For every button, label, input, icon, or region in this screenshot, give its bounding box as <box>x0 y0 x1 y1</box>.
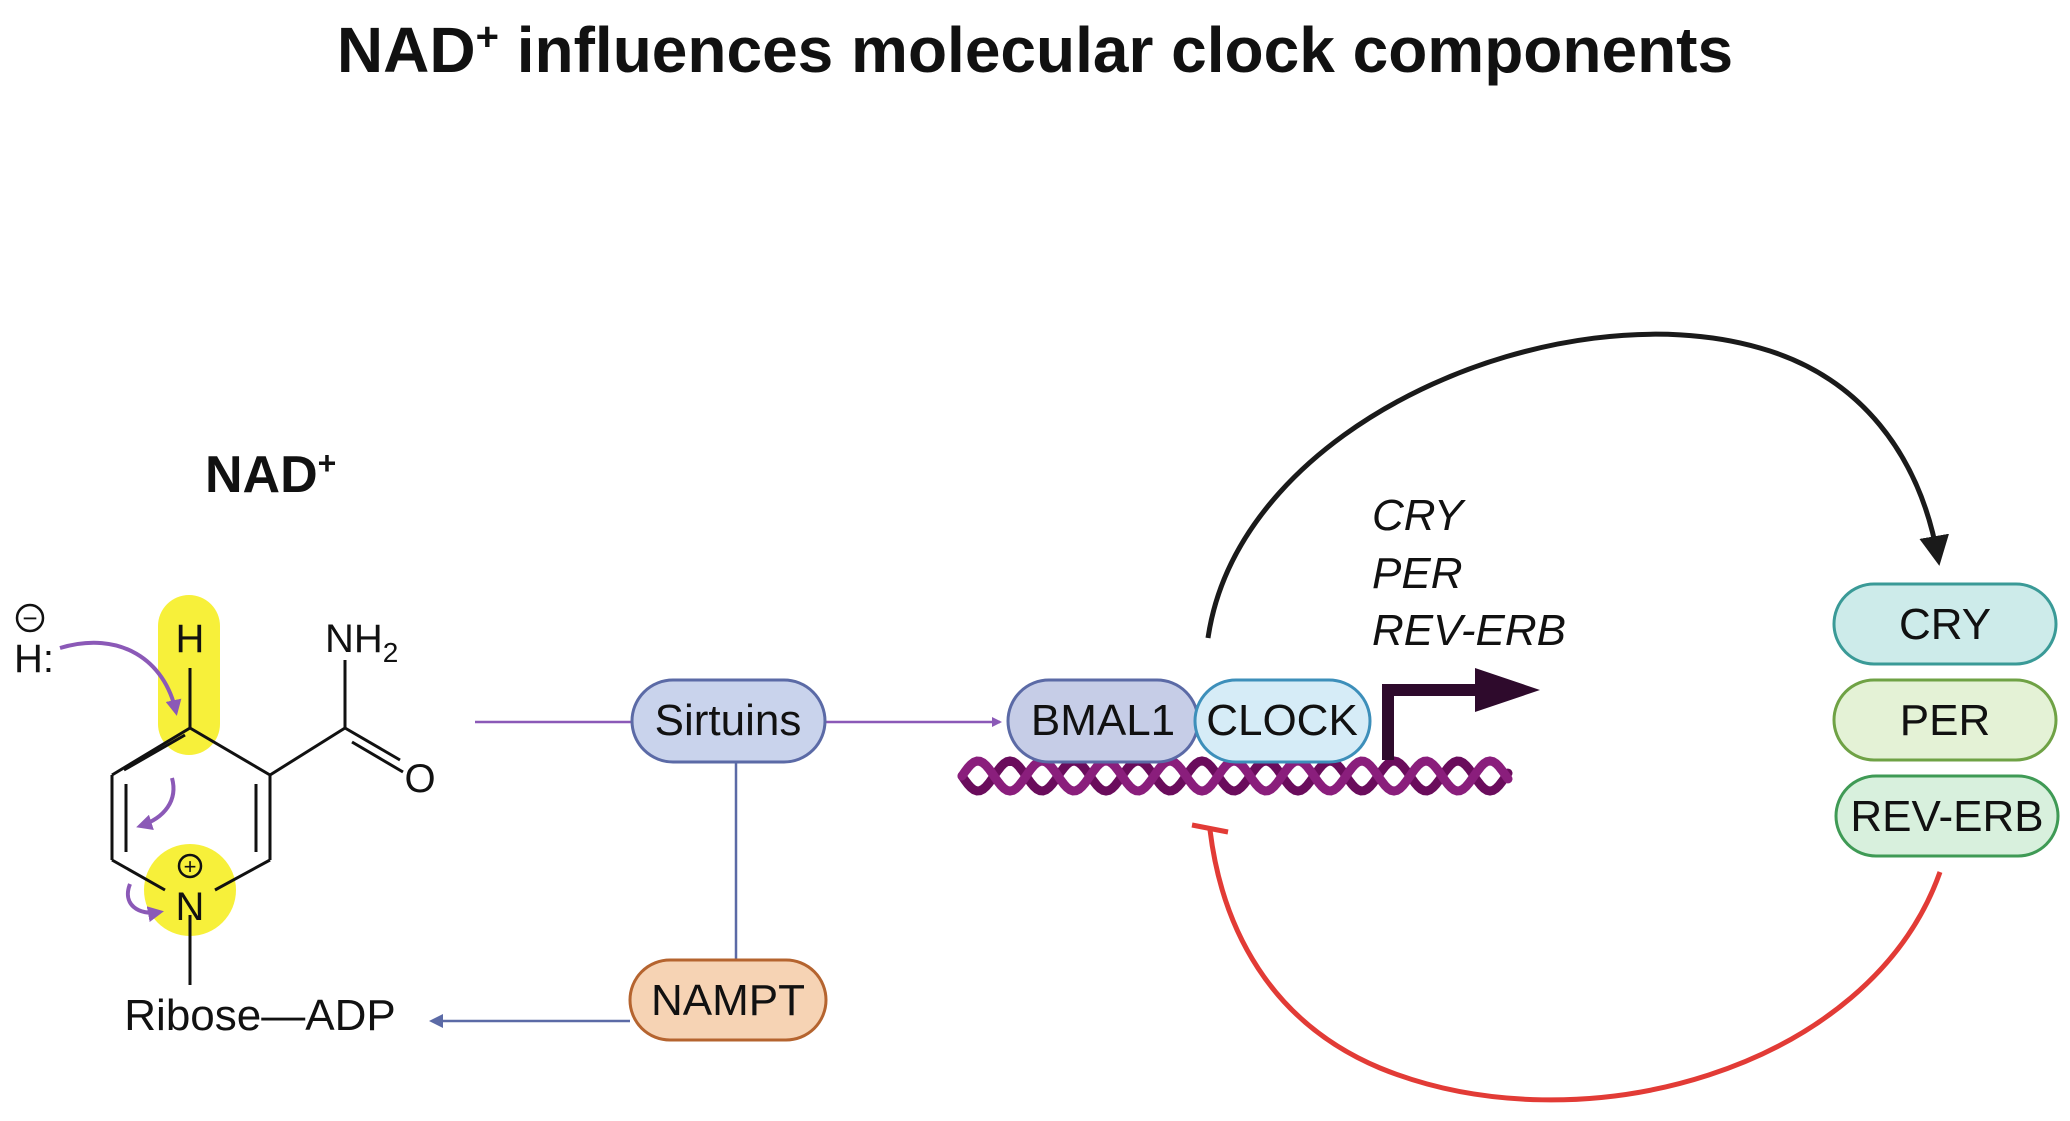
carbonyl-oxygen: O <box>404 757 435 801</box>
rev-erb-protein-label: REV-ERB <box>1850 792 2043 841</box>
dna-helix <box>957 756 1513 796</box>
amide-nitrogen: NH2 <box>325 617 398 668</box>
gene-label: REV-ERB <box>1372 606 1566 655</box>
page-title: NAD+ influences molecular clock componen… <box>337 14 1733 86</box>
ring-electron-arrow <box>136 777 176 830</box>
gene-label: PER <box>1372 549 1462 598</box>
rev-erb-protein: REV-ERB <box>1834 774 2060 858</box>
pyridinium-ring <box>110 660 404 985</box>
per-protein: PER <box>1832 678 2058 762</box>
nitrogen-charge-circle <box>177 853 203 879</box>
cry-protein: CRY <box>1832 582 2058 666</box>
bmal1-node: BMAL1 <box>1006 678 1200 764</box>
sirtuins-node: Sirtuins <box>630 678 827 764</box>
repression-bar <box>1191 822 1229 835</box>
activation-arc <box>1205 331 1949 639</box>
bmal1-clock-complex: BMAL1 CLOCK <box>1006 678 1372 764</box>
nitrogen-charge: + <box>184 854 197 879</box>
nitrogen-highlight <box>144 844 236 936</box>
repression-arc <box>1207 829 1943 1103</box>
hydride-charge: − <box>22 603 37 633</box>
nad-molecule: NAD+ H NH <box>14 445 436 1040</box>
nad-label: NAD+ <box>205 445 336 504</box>
ring-nitrogen: N <box>176 885 205 929</box>
bmal1-label: BMAL1 <box>1031 696 1175 745</box>
target-genes: CRY PER REV-ERB <box>1372 491 1566 655</box>
per-protein-label: PER <box>1900 696 1990 745</box>
promoter-arrow <box>1382 668 1540 760</box>
ribose-adp-label: Ribose—ADP <box>124 991 395 1040</box>
clock-label: CLOCK <box>1206 696 1358 745</box>
ring-hydrogen: H <box>176 617 205 661</box>
sirtuins-label: Sirtuins <box>655 696 802 745</box>
nampt-node: NAMPT <box>628 958 828 1042</box>
protein-stack: CRY PER REV-ERB <box>1832 582 2060 858</box>
gene-label: CRY <box>1372 491 1466 540</box>
hydride-attack-arrow <box>59 640 182 716</box>
cry-protein-label: CRY <box>1899 600 1991 649</box>
hydride-label: H: <box>14 637 54 681</box>
nitrogen-electron-arrow <box>126 883 164 923</box>
hydride-charge-circle <box>15 603 45 633</box>
clock-node: CLOCK <box>1193 678 1372 764</box>
nampt-label: NAMPT <box>651 976 805 1025</box>
